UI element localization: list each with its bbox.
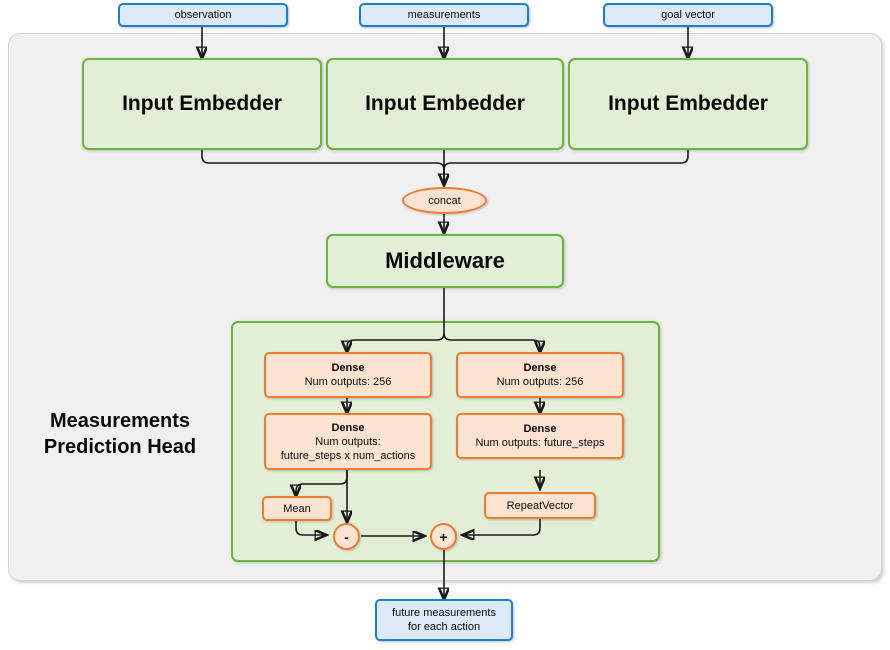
repeat-vector-node[interactable]: RepeatVector [484, 492, 596, 519]
repeat-vector-node-label: RepeatVector [506, 499, 574, 512]
input-box-observation[interactable]: observation [118, 3, 288, 27]
input-embedder-2-label: Input Embedder [365, 92, 525, 115]
left-dense-1-title: Dense [331, 362, 365, 374]
left-dense-2-title: Dense [331, 421, 365, 434]
right-dense-2-title: Dense [523, 423, 557, 435]
right-dense-1[interactable]: Dense Num outputs: 256 [456, 352, 624, 398]
right-dense-2[interactable]: Dense Num outputs: future_steps [456, 413, 624, 459]
input-box-goal-vector[interactable]: goal vector [603, 3, 773, 27]
left-dense-2-outputs-label: Num outputs: [315, 435, 381, 448]
middleware-node-label: Middleware [385, 248, 505, 273]
output-box-line-2: for each action [407, 621, 481, 633]
subtract-operator-symbol: - [344, 528, 349, 545]
left-dense-1[interactable]: Dense Num outputs: 256 [264, 352, 432, 398]
input-box-measurements-label: measurements [407, 9, 481, 21]
input-embedder-3[interactable]: Input Embedder [568, 58, 808, 150]
input-embedder-1[interactable]: Input Embedder [82, 58, 322, 150]
head-label-line-2: Prediction Head [43, 436, 197, 458]
right-dense-1-outputs: Num outputs: 256 [496, 376, 584, 388]
output-box-future-measurements[interactable]: future measurements for each action [375, 599, 513, 641]
left-dense-1-outputs: Num outputs: 256 [304, 376, 392, 388]
output-box-line-1: future measurements [392, 607, 496, 619]
input-box-observation-label: observation [174, 9, 232, 21]
add-operator[interactable]: + [430, 523, 457, 550]
left-dense-2-outputs-value: future_steps x num_actions [280, 449, 416, 462]
right-dense-1-title: Dense [523, 362, 557, 374]
concat-node[interactable]: concat [402, 187, 487, 214]
concat-node-label: concat [428, 194, 461, 207]
middleware-node[interactable]: Middleware [326, 234, 564, 288]
subtract-operator[interactable]: - [333, 523, 360, 550]
input-embedder-2[interactable]: Input Embedder [326, 58, 564, 150]
input-box-goal-vector-label: goal vector [661, 9, 715, 21]
add-operator-symbol: + [439, 528, 448, 545]
input-box-measurements[interactable]: measurements [359, 3, 529, 27]
input-embedder-3-label: Input Embedder [608, 92, 768, 115]
head-label-line-1: Measurements [49, 410, 191, 432]
mean-node[interactable]: Mean [262, 496, 332, 521]
mean-node-label: Mean [283, 502, 311, 515]
right-dense-2-outputs: Num outputs: future_steps [475, 437, 605, 449]
measurements-prediction-head-label: Measurements Prediction Head [20, 408, 220, 460]
input-embedder-1-label: Input Embedder [122, 92, 282, 115]
left-dense-2[interactable]: Dense Num outputs: future_steps x num_ac… [264, 413, 432, 470]
